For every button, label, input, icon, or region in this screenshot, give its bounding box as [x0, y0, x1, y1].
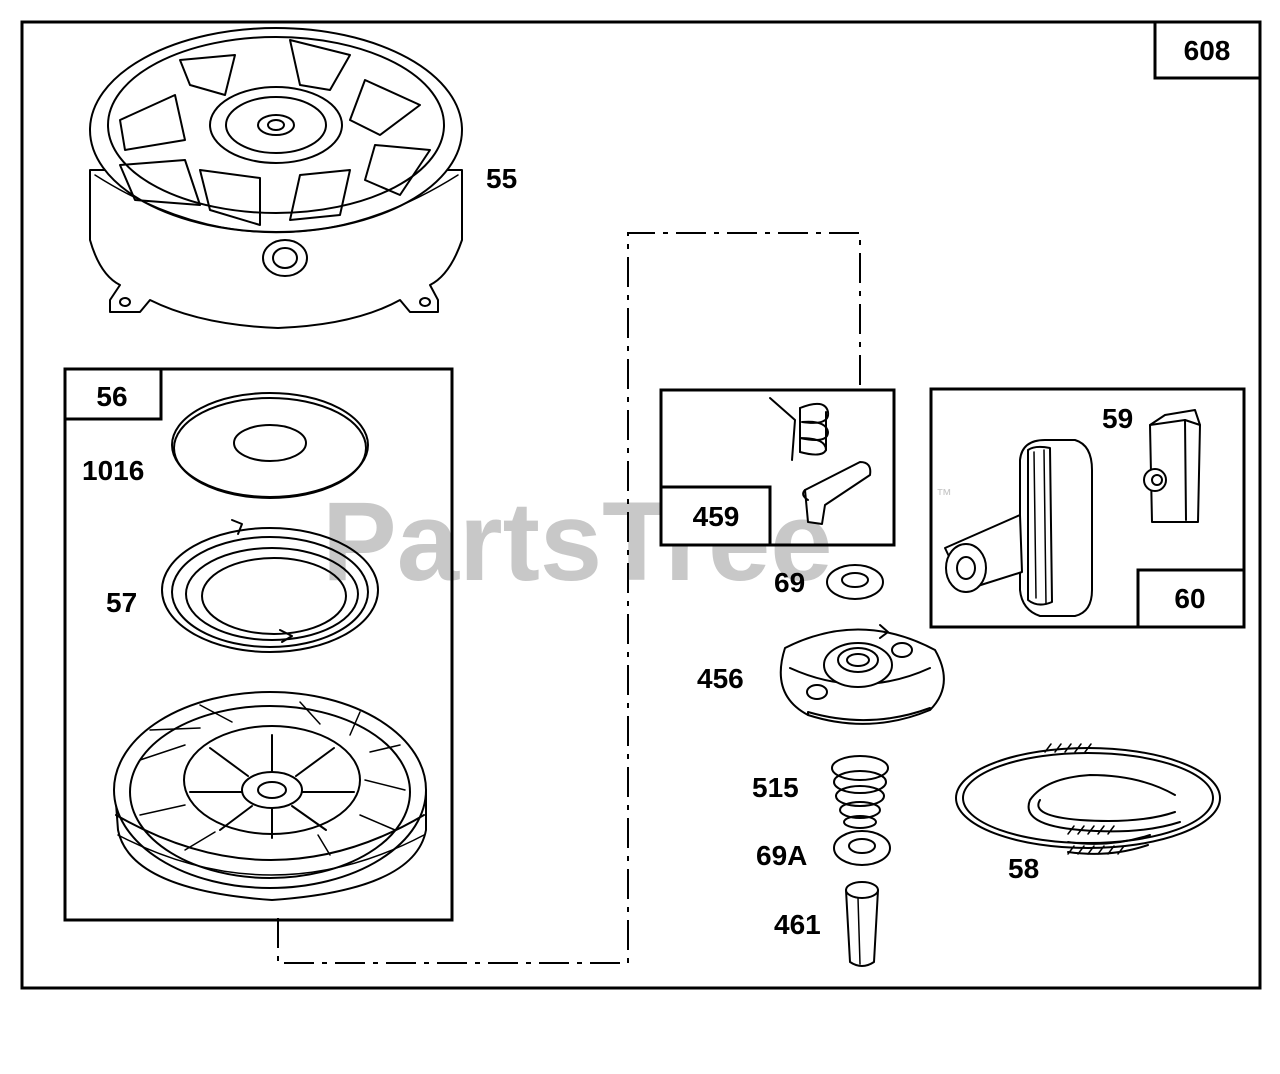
part-label-59: 59 — [1102, 403, 1133, 434]
washer-icon-69 — [826, 564, 884, 600]
watermark-trademark: ™ — [936, 487, 952, 504]
group-label-60: 60 — [1174, 583, 1205, 614]
ratchet-plate-icon — [779, 624, 945, 725]
pawl-icon — [802, 461, 872, 525]
group-box-60: 60 — [929, 387, 1246, 629]
part-label-55: 55 — [486, 163, 517, 194]
part-label-456: 456 — [697, 663, 744, 694]
starter-handle-icon — [944, 439, 1093, 617]
spring-pin-icon — [845, 881, 879, 967]
part-label-57: 57 — [106, 587, 137, 618]
starter-pulley-icon — [113, 691, 427, 901]
part-label-461: 461 — [774, 909, 821, 940]
blower-housing-icon — [89, 27, 463, 329]
assembly-number-box: 608 — [1153, 20, 1262, 80]
part-label-69A: 69A — [756, 840, 807, 871]
part-label-69: 69 — [774, 567, 805, 598]
assembly-number: 608 — [1184, 35, 1231, 66]
group-label-459: 459 — [693, 501, 740, 532]
washer-disc-icon — [171, 392, 369, 499]
group-box-56: 56 — [63, 367, 454, 922]
group-box-459: 459 — [659, 388, 896, 547]
part-label-1016: 1016 — [82, 455, 144, 486]
handle-insert-icon — [1143, 409, 1201, 523]
leader-lines — [277, 232, 861, 964]
part-label-515: 515 — [752, 772, 799, 803]
starter-rope-icon — [955, 743, 1221, 855]
outer-frame — [20, 20, 1262, 990]
part-label-58: 58 — [1008, 853, 1039, 884]
washer-icon-69A — [833, 830, 891, 866]
group-label-56: 56 — [96, 381, 127, 412]
compression-spring-icon — [831, 755, 889, 829]
pawl-spring-icon — [769, 397, 830, 461]
rewind-spring-icon — [161, 519, 379, 653]
